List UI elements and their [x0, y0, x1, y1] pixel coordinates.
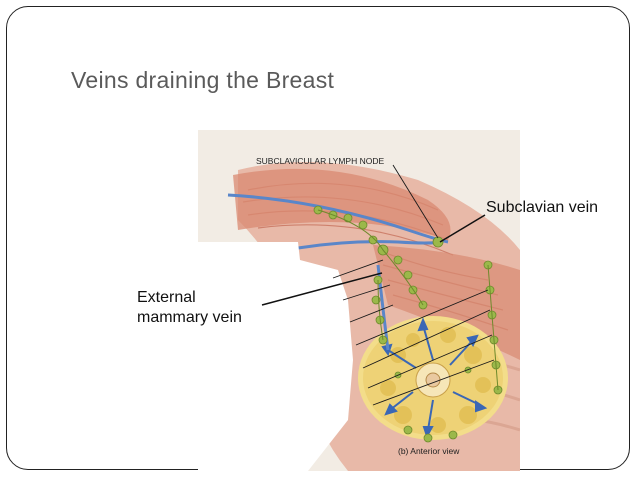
subclavian-vein-label: Subclavian vein — [486, 199, 599, 216]
external-mammary-vein-line2: mammary vein — [137, 309, 242, 326]
subclavicular-lymph-node-label: SUBCLAVICULAR LYMPH NODE — [256, 156, 384, 166]
anterior-view-caption: (b) Anterior view — [398, 446, 460, 456]
external-mammary-vein-line1: External — [137, 289, 196, 306]
breast-anatomy-illustration: SUBCLAVICULAR LYMPH NODE (b) Anterior vi… — [198, 130, 520, 471]
external-mammary-vein-label: External mammary vein — [137, 288, 242, 328]
slide-title: Veins draining the Breast — [71, 67, 335, 93]
